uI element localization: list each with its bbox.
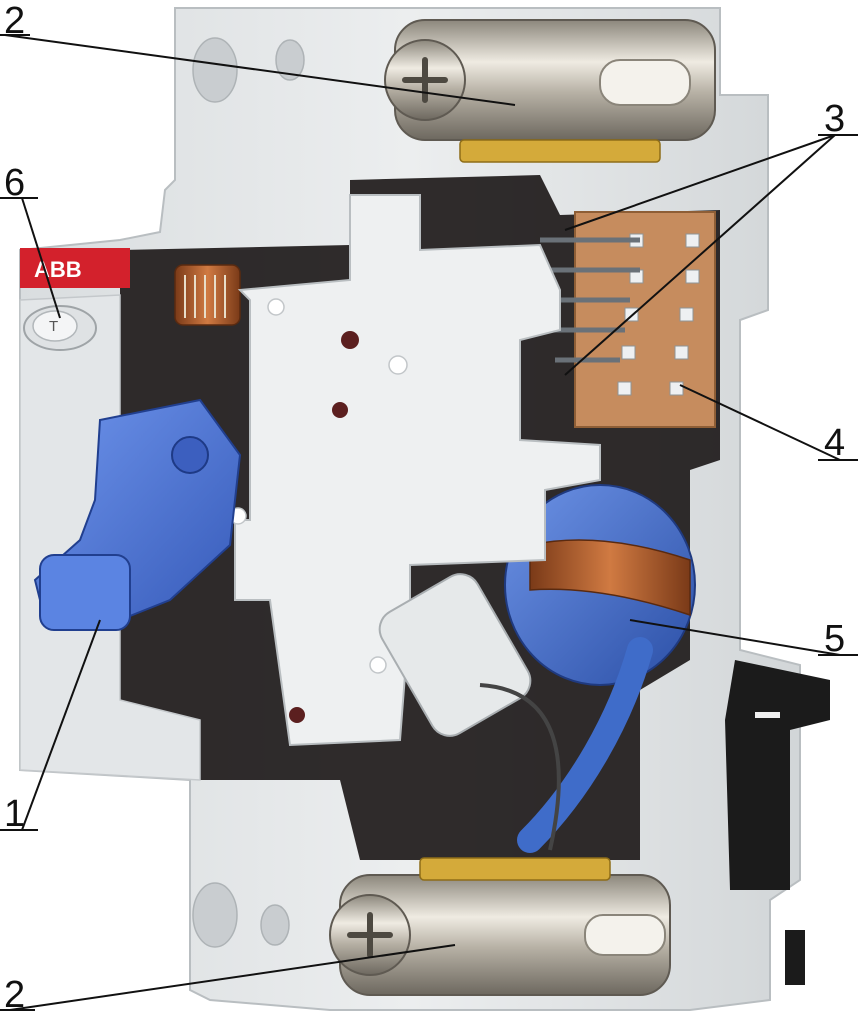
mechanism-plate: [234, 194, 601, 747]
callout-2-top: 2: [4, 0, 26, 42]
callout-2-bottom: 2: [4, 974, 26, 1016]
mechanism-holes: [289, 331, 359, 723]
abb-logo-strip: [20, 248, 130, 288]
test-button[interactable]: T: [23, 305, 97, 351]
callout-3: 3: [824, 98, 846, 140]
leader-lines: [0, 34, 858, 1011]
leader-2-bottom: [9, 944, 456, 1011]
bottom-terminal: [329, 857, 671, 996]
arc-chute: [574, 211, 716, 428]
leader-6: [21, 197, 61, 319]
leader-3a: [564, 134, 836, 231]
plunger: [378, 573, 561, 851]
housing-holes: [192, 37, 305, 948]
leader-5: [629, 619, 841, 656]
callout-4: 4: [824, 422, 846, 464]
callout-5: 5: [824, 618, 846, 660]
callout-6: 6: [4, 162, 26, 204]
operating-handle[interactable]: [33, 398, 242, 632]
test-button-label: T: [49, 318, 58, 335]
callout-1: 1: [4, 793, 26, 835]
top-terminal: [384, 19, 716, 163]
leader-4: [679, 384, 841, 461]
magnetic-coil: [504, 484, 696, 853]
leader-1: [21, 619, 101, 831]
leader-2-top: [4, 34, 516, 106]
thermal-spring: [174, 264, 241, 326]
din-clip: [725, 660, 830, 985]
abb-logo: ABB: [20, 248, 130, 288]
arc-plates: [540, 237, 640, 363]
leader-3b: [564, 134, 836, 376]
